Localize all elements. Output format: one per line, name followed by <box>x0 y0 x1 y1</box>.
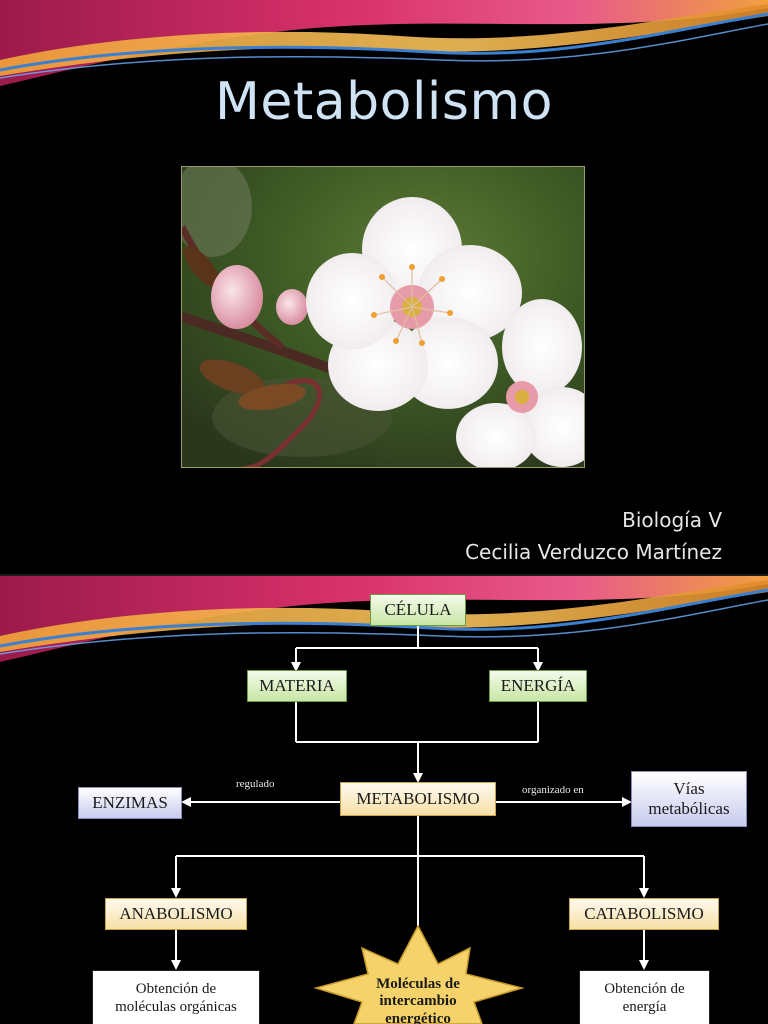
vias-line1: Vías <box>673 779 704 799</box>
node-energia: ENERGÍA <box>489 670 587 702</box>
node-vias-metabolicas: Vías metabólicas <box>631 771 747 827</box>
node-enzimas: ENZIMAS <box>78 787 182 819</box>
node-obtencion-moleculas: Obtención de moléculas orgánicas <box>92 970 260 1024</box>
obtencion-energia-line2: energía <box>623 998 667 1016</box>
title-slide: Metabolismo <box>0 0 768 574</box>
author-name: Cecilia Verduzco Martínez <box>465 540 722 564</box>
flower-photo <box>181 166 585 468</box>
star-line1: Moléculas de <box>348 976 488 993</box>
star-label: Moléculas de intercambio energético <box>348 976 488 1024</box>
edge-label-regulado: regulado <box>236 778 274 790</box>
vias-line2: metabólicas <box>648 799 729 819</box>
node-metabolismo: METABOLISMO <box>340 782 496 816</box>
edge-label-organizado-en: organizado en <box>522 784 584 796</box>
concept-map-slide: CÉLULA MATERIA ENERGÍA METABOLISMO ENZIM… <box>0 576 768 1024</box>
slide-title: Metabolismo <box>0 72 768 132</box>
node-catabolismo: CATABOLISMO <box>569 898 719 930</box>
node-celula: CÉLULA <box>370 594 466 626</box>
star-line3: energético <box>348 1011 488 1024</box>
node-obtencion-energia: Obtención de energía <box>579 970 710 1024</box>
obtencion-energia-line1: Obtención de <box>604 980 684 998</box>
node-anabolismo: ANABOLISMO <box>105 898 247 930</box>
star-line2: intercambio <box>348 993 488 1010</box>
obtencion-moleculas-line1: Obtención de <box>136 980 216 998</box>
obtencion-moleculas-line2: moléculas orgánicas <box>115 998 237 1016</box>
node-materia: MATERIA <box>247 670 347 702</box>
course-name: Biología V <box>622 508 722 532</box>
